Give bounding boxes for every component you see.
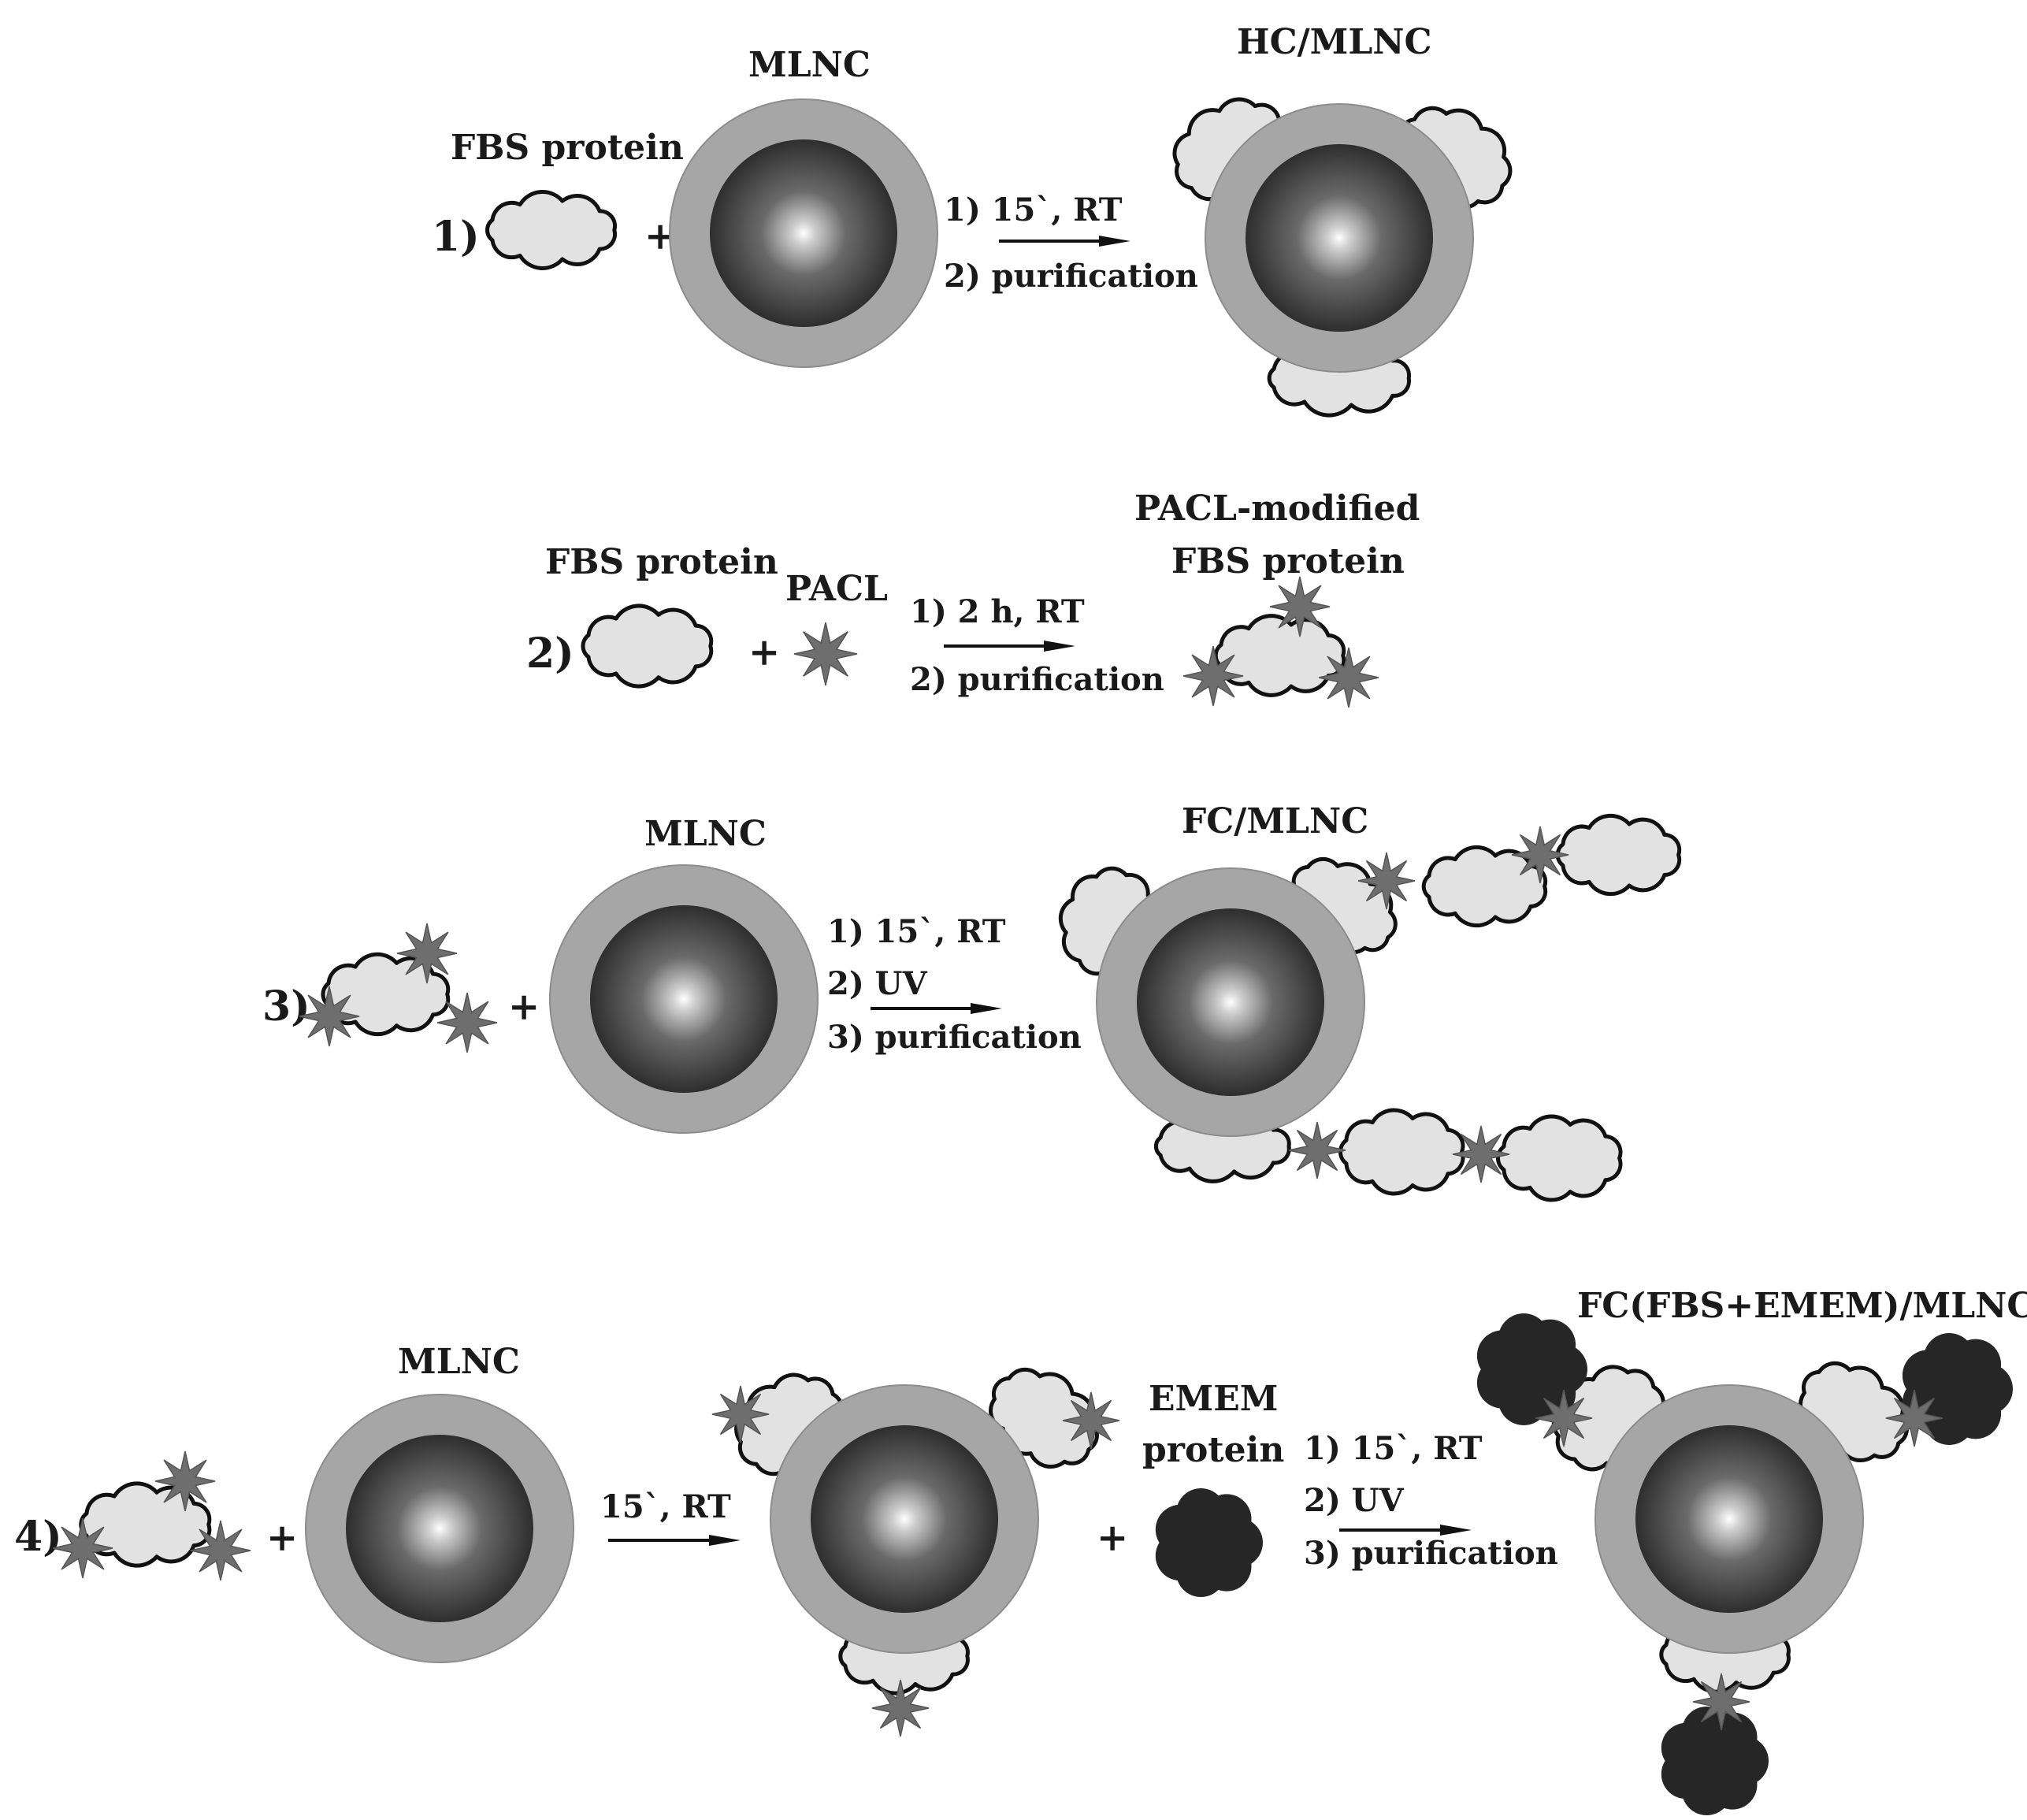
pacl-star-icon (1357, 852, 1416, 910)
step-4-condition-first: 15`, RT (600, 1488, 731, 1525)
reaction-arrow-icon (608, 1535, 741, 1546)
hc-mlnc-product (1172, 97, 1513, 418)
mlnc-particle-icon (770, 1384, 1039, 1654)
pacl-star-icon (871, 1679, 930, 1737)
step-3-condition-1: 1) 15`, RT (827, 913, 1006, 950)
fbs-protein-cloud-icon (1495, 1114, 1623, 1202)
step-1-condition-1: 1) 15`, RT (944, 191, 1123, 228)
step-2-product-label-line2: FBS protein (1171, 541, 1405, 581)
step-4-mlnc-label: MLNC (398, 1342, 520, 1382)
plus-sign: + (266, 1516, 298, 1560)
pacl-star-icon (190, 1520, 251, 1581)
pacl-star-icon (1692, 1673, 1750, 1731)
fbs-protein-cloud-icon (1555, 813, 1682, 897)
reaction-arrow-icon (944, 641, 1075, 652)
emem-protein-flower-icon (1476, 1313, 1587, 1425)
intermediate-fc-mlnc (711, 1367, 1120, 1737)
fbs-protein-cloud-icon (581, 604, 714, 689)
pacl-star-icon (299, 986, 360, 1047)
pacl-modified-fbs-reactant (52, 1450, 251, 1581)
pacl-modified-fbs-product (1182, 576, 1379, 708)
reaction-arrow-icon (871, 1003, 1002, 1014)
reaction-arrow-icon (1339, 1525, 1472, 1536)
step-3: 3) + MLNC 1) 15`, RT 2) UV 3) purificati… (262, 801, 1682, 1202)
step-3-condition-2: 2) UV (827, 965, 928, 1002)
step-3-product-label: FC/MLNC (1182, 801, 1368, 841)
reaction-arrow-icon (999, 236, 1130, 247)
mlnc-particle-icon (305, 1394, 574, 1663)
mlnc-particle-icon (1096, 867, 1365, 1137)
pacl-star-icon (711, 1385, 770, 1443)
step-2-condition-2: 2) purification (910, 661, 1164, 698)
step-2-product-label-line1: PACL-modified (1134, 488, 1420, 529)
step-4-condition-3: 3) purification (1304, 1535, 1558, 1572)
fbs-protein-cloud-icon (1421, 845, 1548, 928)
pacl-star-icon (1511, 826, 1569, 884)
emem-protein-flower-icon (1155, 1488, 1263, 1597)
pacl-star-icon (793, 622, 858, 686)
mlnc-particle-icon (549, 864, 819, 1134)
step-2-condition-1: 1) 2 h, RT (910, 593, 1085, 630)
step-4-product-label: FC(FBS+EMEM)/MLNC (1577, 1286, 2027, 1326)
pacl-star-icon (1288, 1121, 1346, 1179)
step-2-number: 2) (526, 630, 574, 678)
step-4-emem-label-line1: EMEM (1149, 1379, 1278, 1419)
step-1: 1) FBS protein + MLNC 1) 15`, RT 2) puri… (432, 22, 1513, 418)
pacl-star-icon (154, 1450, 216, 1512)
step-4-emem-label-line2: protein (1142, 1430, 1284, 1470)
fc-fbs-emem-mlnc-product (1476, 1313, 2013, 1815)
step-4: 4) + MLNC 15`, RT + EMEM protein 1) 15`,… (14, 1286, 2027, 1815)
step-4-condition-2: 2) UV (1304, 1482, 1405, 1519)
step-1-reactant-label: FBS protein (451, 128, 684, 168)
plus-sign: + (748, 630, 780, 674)
step-4-number: 4) (14, 1513, 62, 1561)
pacl-modified-fbs-reactant (299, 923, 498, 1053)
step-1-number: 1) (432, 213, 480, 261)
pacl-star-icon (1182, 645, 1244, 707)
step-4-condition-1: 1) 15`, RT (1304, 1430, 1483, 1467)
step-2-reagent-label: PACL (785, 569, 888, 609)
fbs-protein-cloud-icon (1338, 1108, 1465, 1196)
pacl-star-icon (1885, 1389, 1943, 1447)
plus-sign: + (508, 985, 540, 1029)
pacl-star-icon (436, 992, 498, 1053)
pacl-star-icon (1535, 1389, 1593, 1447)
plus-sign: + (1097, 1516, 1128, 1560)
emem-protein-flower-icon (1661, 1707, 1769, 1815)
pacl-star-icon (1269, 576, 1331, 637)
pacl-star-icon (396, 923, 458, 984)
step-3-condition-3: 3) purification (827, 1019, 1082, 1056)
mlnc-particle-icon (1205, 103, 1474, 373)
mlnc-particle-icon (1594, 1384, 1864, 1654)
fbs-protein-cloud-icon (989, 1367, 1099, 1469)
step-2-reactant-label: FBS protein (545, 542, 778, 582)
step-1-condition-2: 2) purification (944, 258, 1198, 295)
fbs-protein-cloud-icon (485, 190, 617, 270)
step-1-mlnc-label: MLNC (748, 45, 871, 85)
step-2: 2) FBS protein + PACL 1) 2 h, RT 2) puri… (526, 488, 1420, 708)
fbs-protein-cloud-icon (321, 952, 451, 1037)
step-1-product-label: HC/MLNC (1237, 22, 1432, 62)
pacl-star-icon (1062, 1391, 1120, 1450)
fc-mlnc-product (1058, 813, 1682, 1202)
mlnc-particle-icon (669, 98, 938, 368)
step-3-number: 3) (262, 982, 310, 1031)
step-3-mlnc-label: MLNC (644, 814, 767, 854)
pacl-star-icon (1318, 647, 1379, 708)
pacl-star-icon (52, 1517, 113, 1579)
pacl-star-icon (1452, 1125, 1510, 1183)
fbs-protein-cloud-icon (79, 1481, 212, 1568)
